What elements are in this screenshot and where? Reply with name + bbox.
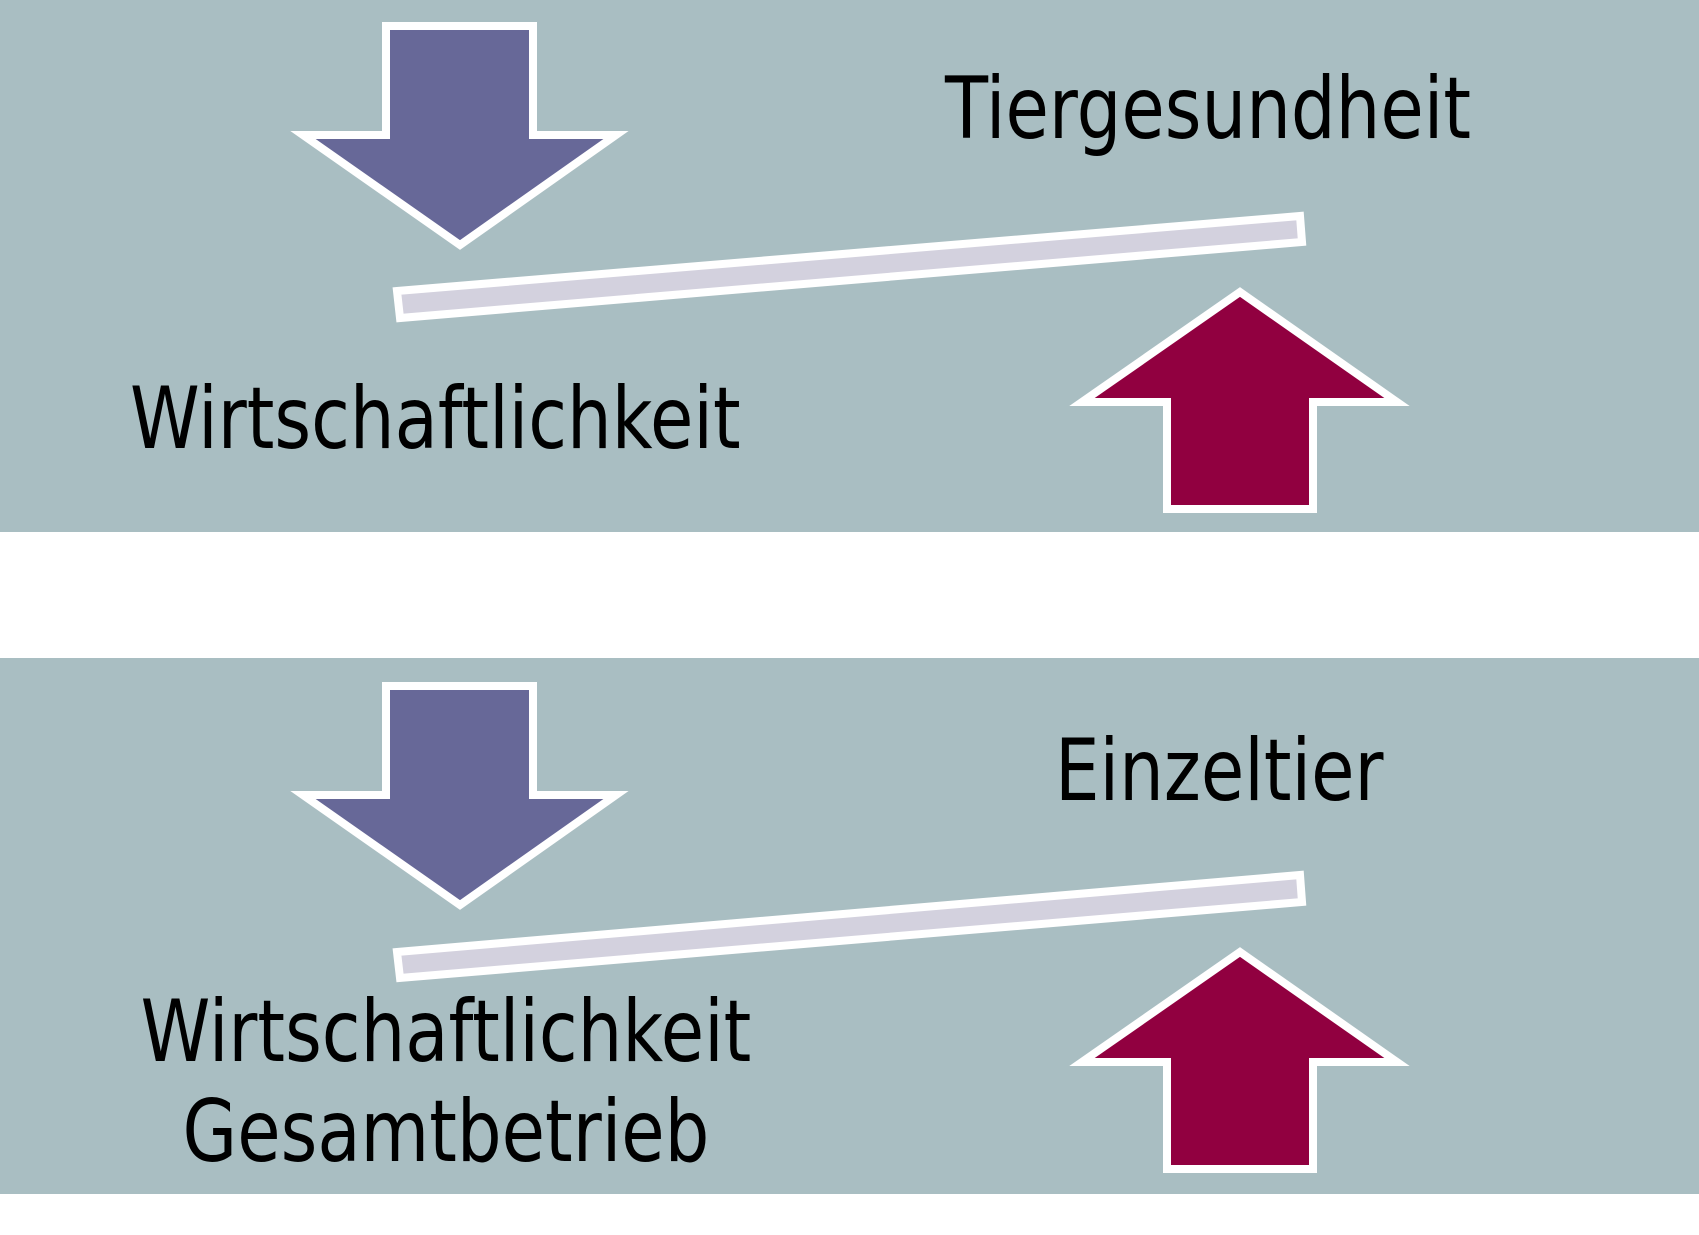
arrow-up-icon: [1069, 287, 1410, 513]
label-wirtschaftlichkeit-gesamtbetrieb: Wirtschaftlichkeit Gesamtbetrieb: [134, 982, 757, 1182]
label-line-wirtschaftlichkeit: Wirtschaftlichkeit: [140, 982, 752, 1082]
arrow-down-icon: [290, 22, 629, 250]
seesaw-beam: [392, 870, 1307, 983]
label-einzeltier: Einzeltier: [1055, 721, 1384, 821]
seesaw-beam: [392, 211, 1307, 323]
label-line-gesamtbetrieb: Gesamtbetrieb: [182, 1082, 710, 1182]
arrow-up-icon: [1069, 947, 1410, 1173]
label-tiergesundheit: Tiergesundheit: [945, 59, 1472, 159]
arrow-down-icon: [290, 682, 629, 910]
label-wirtschaftlichkeit: Wirtschaftlichkeit: [130, 369, 741, 469]
